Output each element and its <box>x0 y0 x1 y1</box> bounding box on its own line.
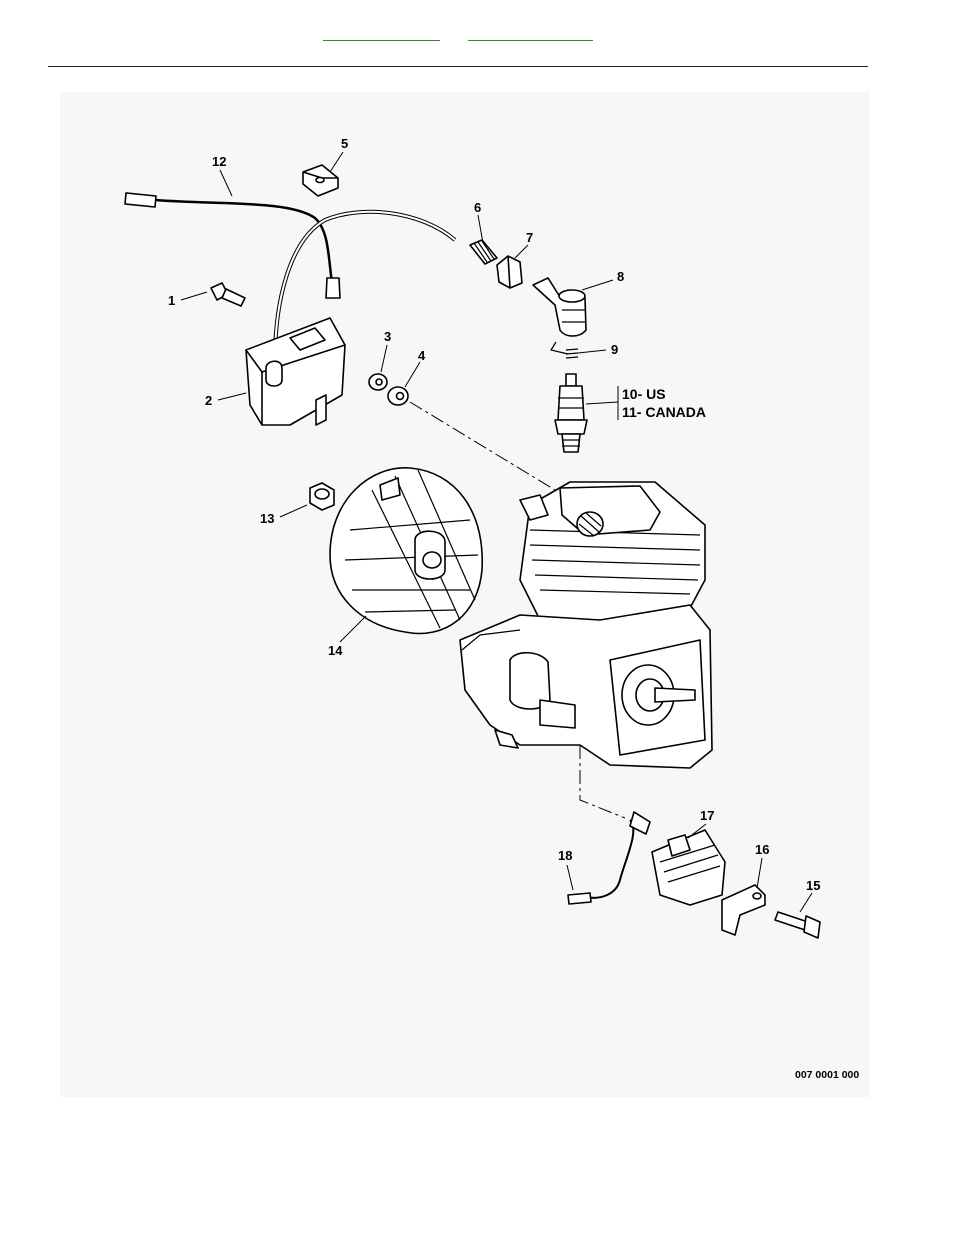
clip-9 <box>550 341 579 359</box>
spring-6 <box>469 239 498 265</box>
leader-18 <box>566 864 574 891</box>
spark-plug-cap-8 <box>532 277 587 337</box>
parts-diagram: 1 2 3 4 5 6 7 8 9 10- US 11- CANADA 12 1… <box>60 92 870 1097</box>
callout-7: 7 <box>526 230 533 245</box>
flywheel-14 <box>329 467 483 635</box>
callout-11-canada: 11- CANADA <box>622 404 706 420</box>
leader-4 <box>404 361 421 388</box>
leader-5 <box>329 151 344 173</box>
plate-16 <box>721 884 766 936</box>
screw-1 <box>210 282 246 307</box>
callout-16: 16 <box>755 842 769 857</box>
leader-12 <box>219 169 233 197</box>
callout-14: 14 <box>328 643 343 658</box>
leader-9 <box>577 349 607 354</box>
callout-13: 13 <box>260 511 274 526</box>
header-rule <box>48 66 868 67</box>
callout-18: 18 <box>558 848 572 863</box>
callout-17: 17 <box>700 808 714 823</box>
grommet-5 <box>302 164 339 197</box>
nut-13 <box>309 482 335 511</box>
spacer-4 <box>387 386 409 406</box>
centerline-stop-switch <box>579 720 626 819</box>
stop-switch-17 <box>651 829 726 906</box>
spark-plug-10-11 <box>554 373 588 453</box>
callout-8: 8 <box>617 269 624 284</box>
engine-crankcase <box>459 604 713 769</box>
screw-15 <box>774 911 821 939</box>
engine-cylinder <box>519 481 706 641</box>
leader-7 <box>514 244 529 259</box>
leader-17 <box>687 823 707 839</box>
diagram-code: 007 0001 000 <box>795 1069 859 1081</box>
leader-10-11 <box>585 401 619 405</box>
leader-1 <box>180 291 208 301</box>
callout-6: 6 <box>474 200 481 215</box>
ignition-coil-2 <box>245 317 346 426</box>
callout-15: 15 <box>806 878 820 893</box>
leader-2 <box>217 392 247 401</box>
header-link-1[interactable] <box>323 26 440 41</box>
callout-12: 12 <box>212 154 226 169</box>
washer-3 <box>368 373 388 391</box>
leader-13 <box>279 504 308 518</box>
leader-8 <box>581 279 614 291</box>
leader-14 <box>339 615 367 643</box>
stop-switch-lead-18 <box>567 811 651 905</box>
callout-4: 4 <box>418 348 426 363</box>
callout-1: 1 <box>168 293 175 308</box>
leader-3 <box>380 344 388 373</box>
callout-3: 3 <box>384 329 391 344</box>
ignition-wire <box>124 192 457 361</box>
leader-6 <box>477 214 484 244</box>
header-link-2[interactable] <box>468 26 593 41</box>
insulator-7 <box>496 255 523 289</box>
centerline-coil <box>409 401 556 491</box>
callout-10-us: 10- US <box>622 386 666 402</box>
callout-2: 2 <box>205 393 212 408</box>
leader-15 <box>799 892 813 913</box>
callout-5: 5 <box>341 136 348 151</box>
exploded-view: 1 2 3 4 5 6 7 8 9 10- US 11- CANADA 12 1… <box>124 136 859 1081</box>
callout-9: 9 <box>611 342 618 357</box>
leader-16 <box>756 857 763 889</box>
